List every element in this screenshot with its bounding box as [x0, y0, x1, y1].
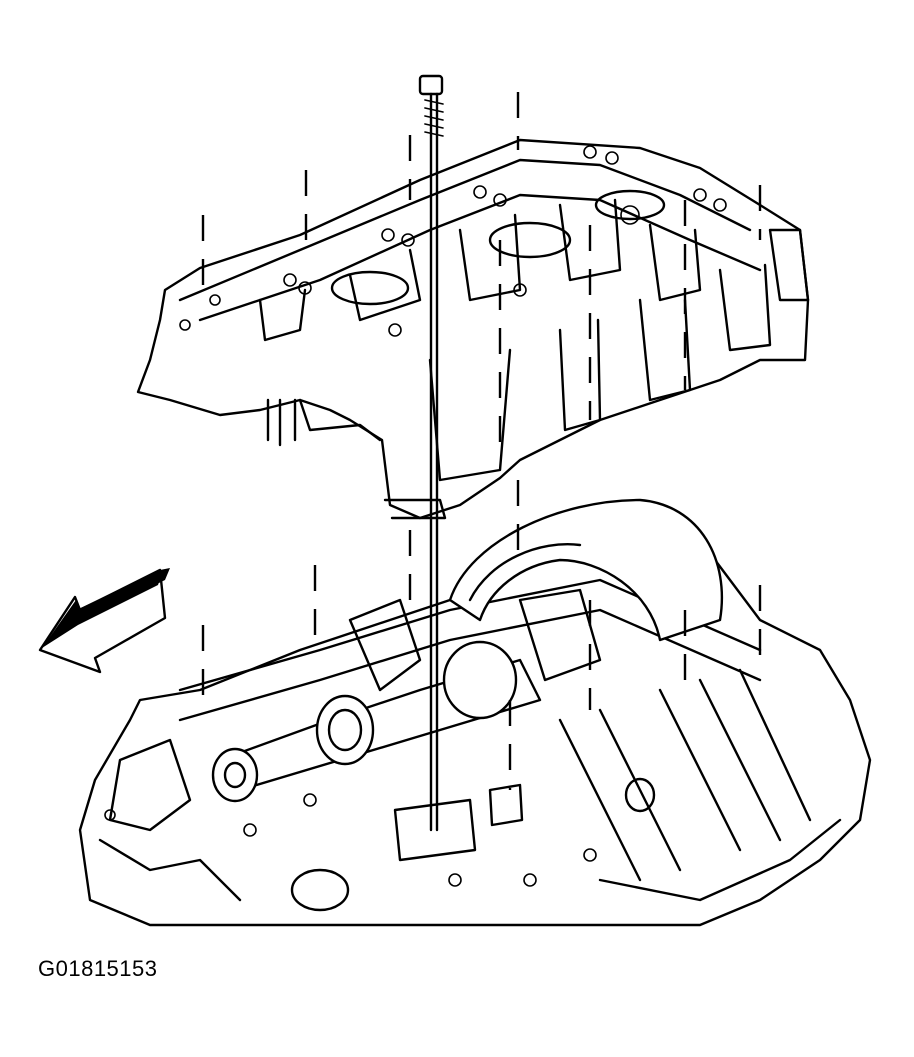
upper-crankcase	[136, 138, 810, 520]
bolt-icon	[418, 74, 444, 832]
figure-id-caption: G01815153	[38, 956, 158, 981]
engine-block	[78, 498, 872, 927]
alignment-lines	[201, 92, 762, 790]
front-direction-arrow-icon	[38, 568, 170, 674]
